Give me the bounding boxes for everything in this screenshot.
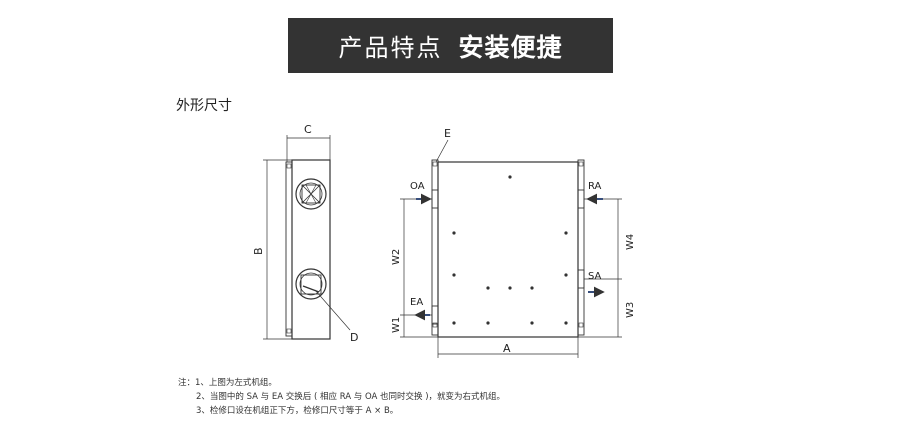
banner-title-bold: 安装便捷	[458, 32, 563, 62]
label-w4: W4	[625, 234, 636, 250]
top-duct-circle	[295, 178, 327, 210]
label-d: D	[350, 331, 358, 344]
label-b: B	[252, 247, 265, 255]
note-line-2: 2、当图中的 SA 与 EA 交换后 ( 相应 RA 与 OA 也同时交换 )，…	[196, 392, 506, 402]
label-ra: RA	[588, 181, 602, 192]
side-view	[263, 135, 351, 340]
label-w1: W1	[391, 317, 402, 333]
label-e: E	[444, 127, 451, 140]
label-a: A	[503, 342, 511, 355]
section-title: 外形尺寸	[176, 98, 232, 114]
front-view	[400, 139, 622, 358]
label-w2: W2	[391, 249, 402, 265]
note-line-3: 3、检修口设在机组正下方，检修口尺寸等于 A × B。	[196, 406, 399, 416]
note-line-1: 注：1、上图为左式机组。	[178, 378, 277, 388]
notes: 注：1、上图为左式机组。 2、当图中的 SA 与 EA 交换后 ( 相应 RA …	[178, 376, 505, 418]
banner-title-light: 产品特点	[338, 34, 443, 62]
bottom-duct-circle	[295, 268, 327, 300]
label-ea: EA	[410, 297, 423, 308]
airflow-arrows	[414, 193, 605, 321]
header-banner: 产品特点 安装便捷	[288, 18, 613, 73]
label-w3: W3	[625, 302, 636, 318]
label-sa: SA	[588, 271, 602, 282]
label-oa: OA	[410, 181, 425, 192]
label-c: C	[304, 123, 312, 136]
